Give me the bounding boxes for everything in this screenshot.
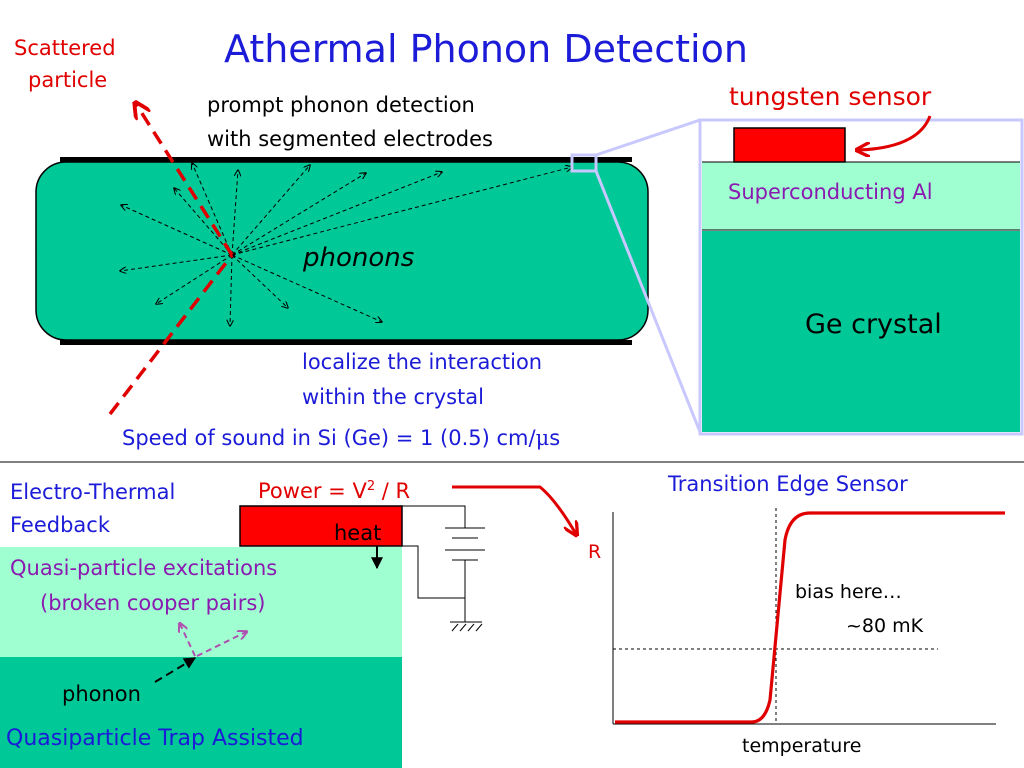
ge-crystal-zoom <box>702 231 1020 432</box>
mu-symbol: μ <box>535 426 550 450</box>
etf-label-1: Electro-Thermal <box>10 480 176 504</box>
bottom-electrode-bar <box>60 340 632 345</box>
power-pointer-arrow <box>452 485 576 534</box>
qp-excitation-region <box>0 547 402 657</box>
qp-trap-region <box>0 657 402 768</box>
tungsten-pointer-arrow <box>858 115 932 150</box>
top-electrode-bar <box>60 157 632 162</box>
heater-sensor-block <box>239 505 403 547</box>
phonon-arrows <box>120 163 572 326</box>
zoom-line-bottom <box>594 170 702 433</box>
tes-transition-curve <box>615 511 1005 724</box>
tes-temperature-axis-label: temperature <box>742 735 862 757</box>
phonons-label: phonons <box>303 243 415 273</box>
qp-label-1: Quasi-particle excitations <box>10 556 278 580</box>
phonon-arrow <box>154 657 197 683</box>
scattered-label-1: Scattered <box>14 36 116 60</box>
zoom-line-top <box>595 118 701 157</box>
ge-crystal-label: Ge crystal <box>805 309 942 340</box>
tes-title: Transition Edge Sensor <box>668 472 908 496</box>
phonon-label: phonon <box>62 682 141 706</box>
page-title: Athermal Phonon Detection <box>224 27 748 71</box>
power-formula: Power = V2 / R <box>258 479 411 503</box>
tes-r-axis-label: R <box>588 541 602 563</box>
scattered-particle-track <box>108 253 234 416</box>
tungsten-sensor-block <box>733 127 846 163</box>
power-exponent: 2 <box>366 479 376 494</box>
tungsten-label: tungsten sensor <box>729 82 932 111</box>
prompt-label-1: prompt phonon detection <box>207 93 475 117</box>
detail-marker <box>570 153 598 173</box>
bias-label-2: ~80 mK <box>846 615 924 637</box>
qp-label-2: (broken cooper pairs) <box>40 591 266 615</box>
localize-label-1: localize the interaction <box>302 350 543 374</box>
qp-arrow-left <box>180 624 196 657</box>
superconducting-al-label: Superconducting Al <box>728 180 933 204</box>
superconducting-al-layer <box>702 162 1020 230</box>
heat-label: heat <box>334 521 382 545</box>
qp-arrow-right <box>196 632 246 657</box>
scattered-label-2: particle <box>28 68 108 92</box>
speed-of-sound-label: Speed of sound in Si (Ge) = 1 (0.5) cm/μ… <box>122 426 561 450</box>
etf-label-2: Feedback <box>10 513 111 537</box>
qp-trap-label: Quasiparticle Trap Assisted <box>6 726 304 751</box>
prompt-label-2: with segmented electrodes <box>207 127 493 151</box>
localize-label-2: within the crystal <box>302 385 484 409</box>
bias-label-1: bias here… <box>795 581 902 603</box>
scattered-particle-track-out <box>136 104 234 256</box>
bias-circuit <box>402 505 485 632</box>
